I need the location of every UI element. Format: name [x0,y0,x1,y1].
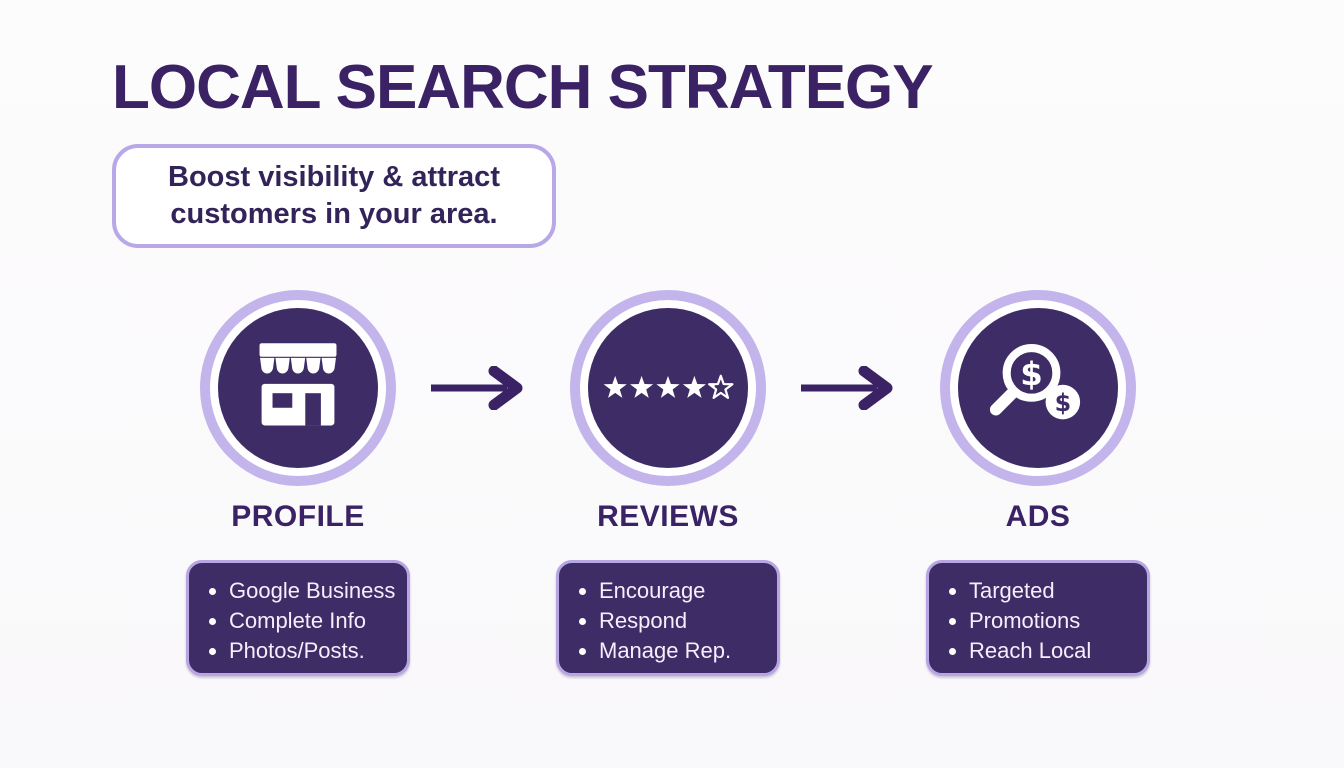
list-item-label: Reach Local [969,638,1092,663]
reviews-bullet-list: Encourage Respond Manage Rep. [579,576,763,666]
bullet-dot [949,647,956,655]
list-item: Encourage [579,576,763,606]
list-item: Targeted [949,576,1133,606]
list-item: Complete Info [209,606,393,636]
arrow-right-icon [431,366,523,410]
list-item-label: Promotions [969,608,1081,633]
ads-circle-fill: $ $ [958,308,1118,468]
arrow-right-icon [801,366,893,410]
list-item: Manage Rep. [579,636,763,666]
subtitle-line-1: Boost visibility & attract [168,161,500,193]
list-item: Google Business [209,576,396,606]
ads-detail-box: Targeted Promotions Reach Local [926,560,1150,676]
step-label-ads: ADS [1005,500,1071,533]
ads-step-circle: $ $ [940,290,1136,486]
dollar-glyph: $ [1055,389,1072,417]
list-item: Promotions [949,606,1133,636]
reviews-circle-fill [588,308,748,468]
bullet-dot [579,587,586,595]
subtitle-box: Boost visibility & attract customers in … [112,144,556,248]
bullet-dot [209,617,216,625]
bullet-dot [949,617,956,625]
page-title: LOCAL SEARCH STRATEGY [112,53,934,122]
list-item-label: Encourage [599,578,706,603]
step-label-reviews: REVIEWS [597,500,739,533]
list-item-label: Manage Rep. [599,638,732,663]
profile-circle-fill [218,308,378,468]
list-item-label: Google Business [229,578,396,603]
subtitle-line-2: customers in your area. [170,198,498,230]
list-item-label: Respond [599,608,688,633]
bullet-dot [209,647,216,655]
bullet-dot [209,587,216,595]
bullet-dot [579,647,586,655]
reviews-detail-box: Encourage Respond Manage Rep. [556,560,780,676]
list-item-label: Targeted [969,578,1055,603]
list-item: Respond [579,606,763,636]
storefront-icon [259,343,337,426]
reviews-step-circle [570,290,766,486]
list-item-label: Photos/Posts. [229,638,365,663]
profile-bullet-list: Google Business Complete Info Photos/Pos… [209,576,396,666]
profile-detail-box: Google Business Complete Info Photos/Pos… [186,560,410,676]
bullet-dot [949,587,956,595]
dollar-glyph: $ [1020,355,1043,393]
ads-bullet-list: Targeted Promotions Reach Local [949,576,1133,666]
search-dollar-icon: $ $ [989,343,1081,420]
list-item: Reach Local [949,636,1133,666]
profile-step-circle [200,290,396,486]
step-label-profile: PROFILE [231,500,365,533]
list-item: Photos/Posts. [209,636,393,666]
bullet-dot [579,617,586,625]
list-item-label: Complete Info [229,608,366,633]
star-rating-icon [603,374,734,399]
